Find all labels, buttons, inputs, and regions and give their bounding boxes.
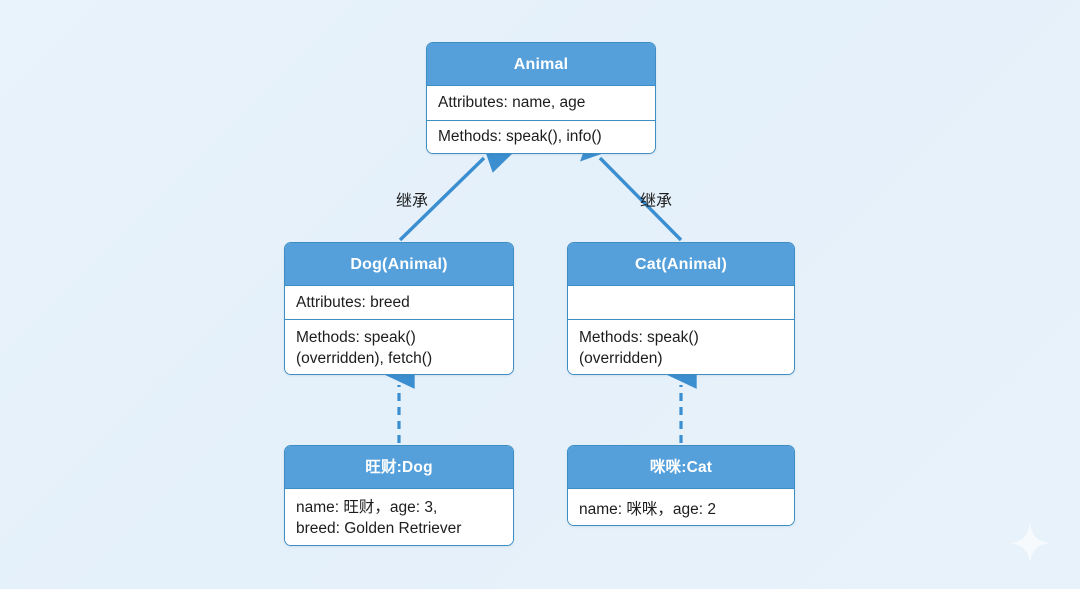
edge-cat-inherits-animal xyxy=(580,126,683,242)
class-attributes-animal: Attributes: name, age xyxy=(427,86,655,120)
edge-dog-inherits-animal xyxy=(398,138,516,242)
class-methods-animal: Methods: speak(), info() xyxy=(427,120,655,153)
class-name-dog: Dog(Animal) xyxy=(285,243,513,286)
class-box-dog[interactable]: Dog(Animal) Attributes: breed Methods: s… xyxy=(284,242,514,375)
class-methods-cat: Methods: speak() (overridden) xyxy=(568,319,794,374)
object-fields-dog-instance: name: 旺财，age: 3, breed: Golden Retriever xyxy=(285,489,513,545)
class-box-cat[interactable]: Cat(Animal) Methods: speak() (overridden… xyxy=(567,242,795,375)
class-attributes-cat xyxy=(568,286,794,319)
class-name-animal: Animal xyxy=(427,43,655,86)
object-box-cat-instance[interactable]: 咪咪:Cat name: 咪咪，age: 2 xyxy=(567,445,795,526)
sparkle-icon xyxy=(1010,523,1050,563)
class-methods-dog: Methods: speak() (overridden), fetch() xyxy=(285,319,513,374)
edge-label-inheritance-right: 继承 xyxy=(640,191,673,210)
class-attributes-dog: Attributes: breed xyxy=(285,286,513,319)
class-box-animal[interactable]: Animal Attributes: name, age Methods: sp… xyxy=(426,42,656,154)
edge-label-inheritance-left: 继承 xyxy=(396,191,429,210)
class-name-cat: Cat(Animal) xyxy=(568,243,794,286)
object-name-cat-instance: 咪咪:Cat xyxy=(568,446,794,489)
object-box-dog-instance[interactable]: 旺财:Dog name: 旺财，age: 3, breed: Golden Re… xyxy=(284,445,514,546)
object-name-dog-instance: 旺财:Dog xyxy=(285,446,513,489)
object-fields-cat-instance: name: 咪咪，age: 2 xyxy=(568,489,794,525)
